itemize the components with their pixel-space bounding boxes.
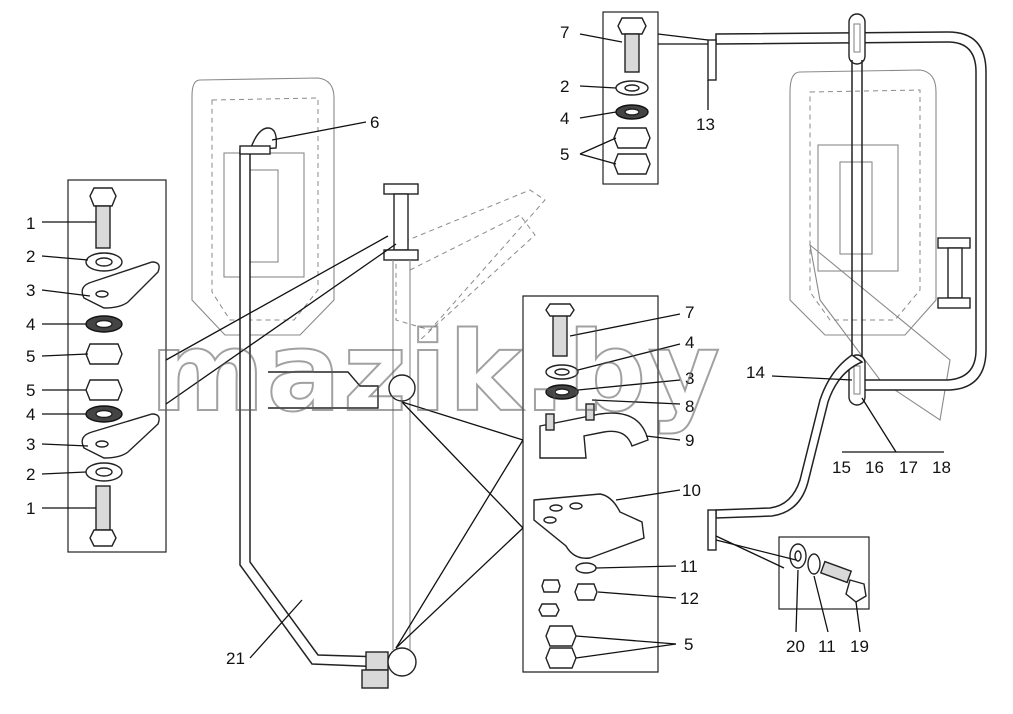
callout-4-top: 4 [26,315,35,334]
callout-labels: 1 2 3 4 5 5 4 3 2 1 6 7 2 4 5 13 7 4 3 8… [26,23,951,668]
callout-5-lower: 5 [26,381,35,400]
right-bracket-arm [707,13,987,551]
callout-4-lower: 4 [26,405,35,424]
vertical-clamp-rod [268,183,419,650]
callout-15: 15 [832,458,851,477]
bottom-right-hardware-box [778,536,870,610]
callout-11-center: 11 [680,557,698,576]
callout-9: 9 [685,431,694,450]
callout-11-right: 11 [818,637,836,656]
callout-7-top: 7 [560,23,569,42]
callout-4-center: 4 [685,333,694,352]
callout-13: 13 [696,115,715,134]
callout-2-top-box: 2 [560,77,569,96]
callout-7-center: 7 [685,303,694,322]
callout-3-top: 3 [26,281,35,300]
callout-19: 19 [850,637,869,656]
watermark-text: mazik.by [150,308,722,436]
callout-5-top: 5 [26,347,35,366]
center-hardware-box [522,295,659,673]
callout-20: 20 [786,637,805,656]
callout-16: 16 [865,458,884,477]
callout-2-lower: 2 [26,465,35,484]
callout-18: 18 [932,458,951,477]
callout-3-lower: 3 [26,435,35,454]
callout-5-top-box: 5 [560,145,569,164]
callout-12: 12 [680,589,699,608]
callout-5-center: 5 [684,635,693,654]
callout-4-top-box: 4 [560,109,569,128]
callout-14: 14 [746,363,765,382]
left-hardware-box [67,179,167,553]
swing-arm-ghost-outline [395,189,546,341]
leader-lines [41,33,944,659]
callout-1-lower: 1 [26,499,35,518]
callout-8: 8 [685,397,694,416]
callout-17: 17 [899,458,918,477]
right-mirror-ghost-outline [789,69,951,421]
callout-21: 21 [226,649,245,668]
callout-10: 10 [682,481,701,500]
callout-1-top: 1 [26,214,35,233]
callout-2-top: 2 [26,247,35,266]
top-hardware-box [602,11,659,185]
left-mirror-ghost-outline [191,77,335,336]
callout-3-center: 3 [685,369,694,388]
left-bracket-rod [239,127,417,689]
callout-6: 6 [370,113,379,132]
